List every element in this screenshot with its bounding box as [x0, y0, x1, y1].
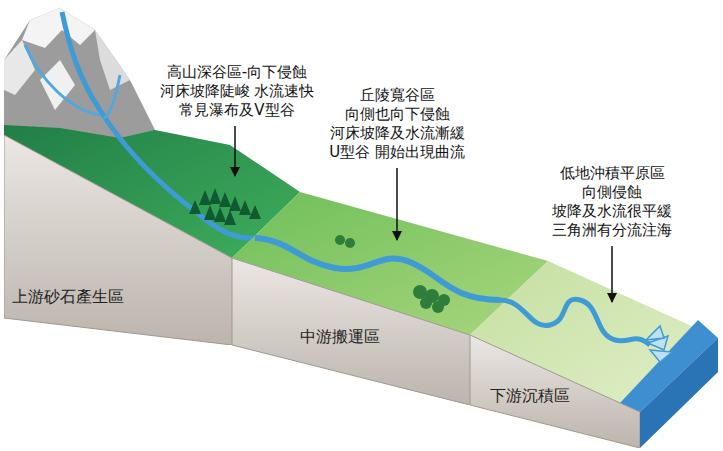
delta — [646, 326, 672, 362]
sea-side-face — [640, 338, 718, 448]
tributary — [25, 45, 100, 115]
snow — [4, 40, 35, 95]
callout-box: 高山深谷區-向下侵蝕 河床坡降陡峻 水流速快 常見瀑布及V型谷 — [155, 63, 320, 120]
face-polygon — [4, 135, 232, 345]
leader-arrow — [396, 168, 398, 240]
leader-arrow — [611, 246, 613, 302]
callout-box: 丘陵寬谷區 向側也向下侵蝕 河床坡降及水流漸緩 U型谷 開始出現曲流 — [325, 86, 470, 162]
leader-arrow — [234, 126, 236, 176]
zone-name: 中游搬運區 — [300, 328, 380, 346]
forest — [189, 188, 261, 225]
plain-river — [500, 299, 650, 345]
callout-box: 低地沖積平原區 向側侵蝕 坡降及水流很平緩 三角洲有分流注海 — [540, 164, 685, 240]
snow — [22, 8, 95, 48]
callout-text: 高山深谷區-向下侵蝕 河床坡降陡峻 水流速快 常見瀑布及V型谷 — [155, 63, 320, 120]
zone-name: 下游沉積區 — [490, 387, 570, 405]
tributary — [104, 75, 120, 118]
face-polygon — [470, 335, 640, 448]
block-face: 上游砂石產生區 — [4, 135, 232, 345]
block-face: 下游沉積區 — [470, 335, 640, 448]
block-face: 中游搬運區 — [232, 258, 470, 405]
zone-name: 上游砂石產生區 — [12, 288, 124, 306]
callout-text: 低地沖積平原區 向側侵蝕 坡降及水流很平緩 三角洲有分流注海 — [540, 164, 685, 240]
face-polygon — [232, 258, 470, 405]
face-shape — [4, 135, 232, 345]
snow — [95, 30, 130, 90]
callout-text: 丘陵寬谷區 向側也向下侵蝕 河床坡降及水流漸緩 U型谷 開始出現曲流 — [325, 86, 470, 162]
